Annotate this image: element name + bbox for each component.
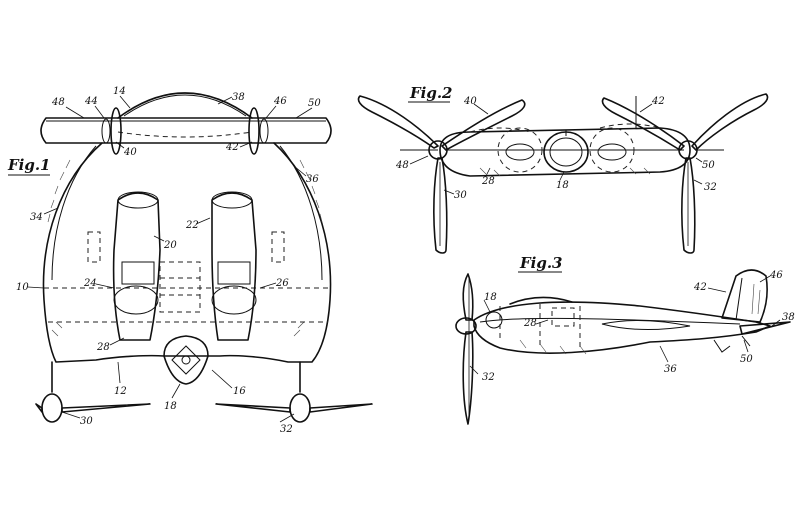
fig3-title: Fig.3 — [519, 254, 563, 272]
fig1-ref-28: 28 — [96, 342, 110, 353]
fig2-ref-28: 28 — [481, 176, 495, 187]
figure-2-top-view: Fig.2 — [357, 84, 769, 254]
fig2-ref-40: 40 — [463, 96, 477, 107]
fig1-ref-32: 32 — [280, 424, 293, 435]
fig3-ref-18: 18 — [484, 292, 497, 303]
fig3-ref-50: 50 — [740, 354, 753, 365]
figure-1-front-view: Fig.1 — [7, 86, 373, 435]
propeller-right-top — [400, 93, 769, 254]
cockpit-bubble — [543, 130, 589, 173]
fig3-ref-32: 32 — [482, 372, 495, 383]
figure-3-side-view: Fig.3 — [455, 254, 795, 425]
fig3-reference-numerals: 42 46 18 28 38 50 32 36 — [482, 270, 795, 383]
fig1-reference-numerals: 48 44 14 38 46 50 40 42 36 34 22 20 10 2… — [16, 86, 321, 435]
fig1-ref-20: 20 — [163, 240, 177, 251]
fig1-ref-34: 34 — [30, 212, 43, 223]
fig1-ref-48: 48 — [51, 97, 65, 108]
fig2-ref-48: 48 — [395, 160, 409, 171]
fig1-ref-10: 10 — [16, 282, 29, 293]
fig2-ref-18: 18 — [556, 180, 569, 191]
fig1-ref-18: 18 — [164, 401, 177, 412]
fig2-ref-32: 32 — [704, 182, 717, 193]
fig1-title: Fig.1 — [7, 156, 51, 174]
prop-hub-right — [248, 107, 269, 155]
fig1-ref-24: 24 — [83, 278, 97, 289]
fig2-title: Fig.2 — [409, 84, 453, 102]
fig2-leader-lines — [409, 103, 703, 195]
fig3-ref-42: 42 — [693, 282, 707, 293]
nose-pod — [163, 335, 209, 385]
fig2-ref-42: 42 — [651, 96, 665, 107]
fig1-ref-22: 22 — [185, 220, 199, 231]
fig1-ref-14: 14 — [113, 86, 126, 97]
fig3-ref-38: 38 — [782, 312, 795, 323]
fig1-ref-46: 46 — [273, 96, 287, 107]
landing-gear-right — [215, 361, 373, 423]
fig3-ref-46: 46 — [769, 270, 783, 281]
fig1-leader-lines — [27, 95, 313, 423]
fig1-ref-26: 26 — [275, 278, 289, 289]
canopy — [117, 92, 253, 138]
fig3-leader-lines — [469, 275, 781, 375]
tail-fin — [721, 269, 768, 323]
internal-structure-dashed — [44, 231, 330, 323]
fig1-ref-16: 16 — [233, 386, 246, 397]
fuselage-top — [439, 123, 691, 177]
fig2-reference-numerals: 40 42 48 28 18 50 30 32 — [395, 96, 717, 201]
tailplane-and-gear — [713, 321, 791, 353]
canopy-side — [509, 296, 573, 305]
propeller-side — [455, 273, 477, 425]
fig1-ref-38: 38 — [232, 92, 245, 103]
fig1-ref-50: 50 — [308, 98, 321, 109]
fig1-ref-30: 30 — [80, 416, 93, 427]
fuselage-side — [473, 301, 771, 355]
fuselage-front — [42, 142, 332, 363]
fig1-ref-36: 36 — [306, 174, 319, 185]
fig1-ref-40: 40 — [123, 147, 137, 158]
landing-gear-left — [35, 361, 151, 423]
engine-nacelle-left — [112, 191, 161, 341]
fig3-ref-36: 36 — [664, 364, 677, 375]
propeller-left-top — [357, 95, 526, 254]
fig3-ref-28: 28 — [523, 318, 537, 329]
fig1-ref-42: 42 — [225, 142, 239, 153]
fig2-ref-30: 30 — [454, 190, 467, 201]
prop-hub-left — [101, 107, 122, 155]
wing-front — [40, 117, 332, 144]
fig1-ref-12: 12 — [114, 386, 127, 397]
spinner-detail-side — [485, 311, 503, 329]
fig1-ref-44: 44 — [84, 96, 98, 107]
engine-nacelle-right — [211, 191, 257, 341]
fig2-ref-50: 50 — [702, 160, 715, 171]
